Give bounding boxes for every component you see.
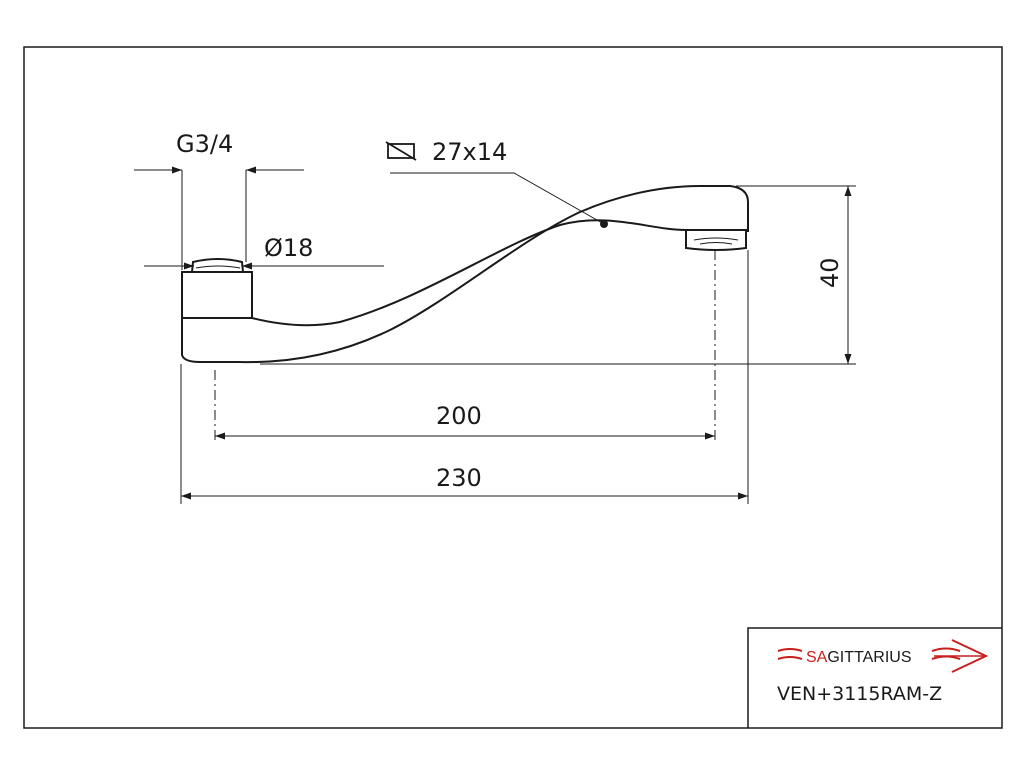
diameter-label: Ø18 xyxy=(264,234,313,262)
brand-logo: SAGITTARIUS xyxy=(777,639,989,673)
overall-length-label: 230 xyxy=(436,464,482,492)
cross-section-label: 27x14 xyxy=(432,138,507,166)
brand-name: SAGITTARIUS xyxy=(806,649,912,666)
height-label: 40 xyxy=(816,257,844,288)
drawing-frame xyxy=(23,46,1003,729)
thread-dimension: G3/4 xyxy=(134,130,304,270)
overall-length-dimension: 230 xyxy=(180,250,749,504)
spout-outline xyxy=(181,185,749,364)
inner-length-label: 200 xyxy=(436,402,482,430)
title-block: SAGITTARIUS VEN+3115RAM-Z xyxy=(747,627,1002,728)
inner-length-dimension: 200 xyxy=(214,250,716,442)
thread-label: G3/4 xyxy=(176,130,233,158)
product-code: VEN+3115RAM-Z xyxy=(777,683,942,705)
height-dimension: 40 xyxy=(260,185,856,365)
rectangular-section-icon xyxy=(385,141,417,161)
cross-section-callout: 27x14 xyxy=(385,138,608,228)
diameter-dimension: Ø18 xyxy=(144,234,384,270)
